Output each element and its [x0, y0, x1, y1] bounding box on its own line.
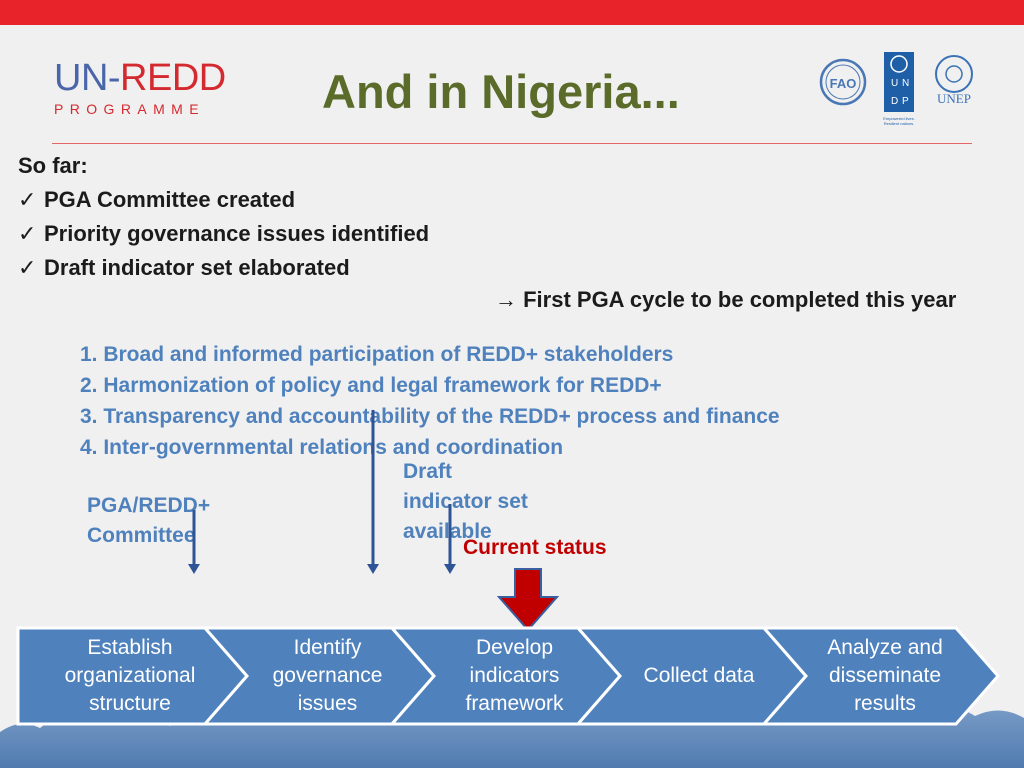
so-far-heading: So far: [18, 153, 88, 178]
list-item: ✓ Priority governance issues identified [18, 217, 429, 251]
svg-text:Empowered lives.: Empowered lives. [883, 116, 915, 121]
list-item: ✓ Draft indicator set elaborated [18, 251, 429, 285]
undp-logo: U N D P Empowered lives. Resilient natio… [883, 52, 915, 126]
svg-text:Resilient nations.: Resilient nations. [884, 121, 914, 126]
svg-text:N: N [902, 78, 909, 89]
partner-logos: FAO U N D P Empowered lives. Resilient n… [819, 52, 973, 126]
slide-title: And in Nigeria... [322, 65, 680, 118]
un-redd-logo: UN-REDD PROGRAMME [54, 58, 254, 120]
list-item-text: Priority governance issues identified [44, 221, 430, 246]
indicator-set-label: Draft indicator set available [403, 460, 528, 543]
principle-item: 4. Inter-governmental relations and coor… [80, 436, 564, 459]
process-step-1: Establish organizational structure [64, 636, 196, 715]
svg-text:P: P [902, 96, 909, 107]
so-far-list: So far: ✓ PGA Committee created ✓ Priority… [18, 149, 429, 285]
svg-text:D: D [891, 96, 898, 107]
process-step-2: Identify governance issues [272, 636, 383, 715]
list-item-text: Draft indicator set elaborated [44, 255, 350, 280]
checkmark-icon: ✓ [18, 255, 37, 280]
svg-text:FAO: FAO [830, 76, 857, 91]
current-status-label: Current status [463, 536, 607, 559]
principle-item: 2. Harmonization of policy and legal fra… [80, 374, 662, 397]
checkmark-icon: ✓ [18, 221, 37, 246]
current-status-arrow-icon [496, 568, 560, 632]
logo-subtitle: PROGRAMME [54, 101, 205, 117]
list-item-text: PGA Committee created [44, 187, 296, 212]
committee-label: PGA/REDD+ Committee [87, 494, 211, 547]
principles-list: 1. Broad and informed participation of R… [80, 339, 780, 463]
logo-main-text: UN-REDD [54, 57, 226, 99]
process-step-5: Analyze and disseminate results [827, 636, 943, 715]
process-step-4: Collect data [643, 664, 755, 687]
cycle-note: → First PGA cycle to be completed this y… [495, 287, 957, 312]
top-red-bar [0, 0, 1024, 25]
principle-item: 1. Broad and informed participation of R… [80, 343, 674, 366]
svg-text:UNEP: UNEP [937, 91, 971, 106]
fao-logo: FAO [819, 58, 867, 106]
principle-item: 3. Transparency and accountability of th… [80, 405, 780, 428]
svg-text:U: U [891, 78, 898, 89]
process-step-3: Develop indicators framework [465, 636, 564, 715]
checkmark-icon: ✓ [18, 187, 37, 212]
header-divider [52, 143, 972, 144]
unep-logo: UNEP [935, 55, 973, 106]
list-item: ✓ PGA Committee created [18, 183, 429, 217]
